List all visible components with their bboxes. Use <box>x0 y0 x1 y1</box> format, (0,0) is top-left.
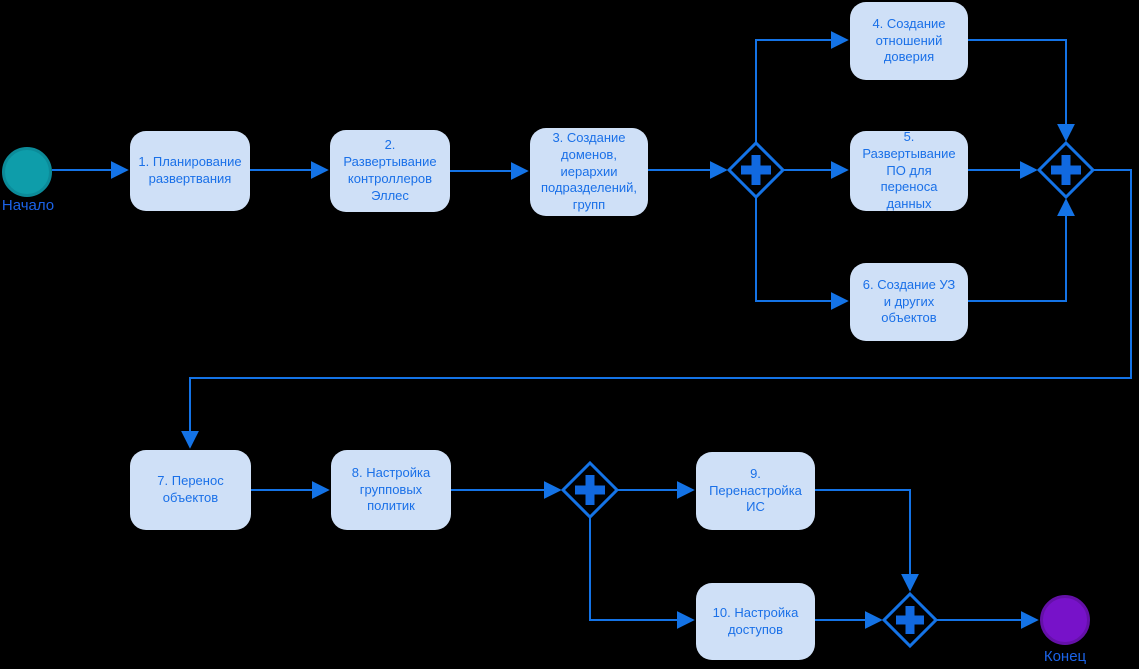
task-4-trust-relations: 4. Создание отношений доверия <box>850 2 968 80</box>
plus-icon <box>896 606 924 634</box>
end-event-circle <box>1040 595 1090 645</box>
task-2-deploy-controllers: 2. Развертывание контроллеров Эллес <box>330 130 450 212</box>
parallel-gateway-2 <box>1036 140 1096 200</box>
task-5-deploy-migration-software: 5. Развертывание ПО для переноса данных <box>850 129 968 211</box>
parallel-gateway-3 <box>560 460 620 520</box>
connector-gateway3-task10 <box>589 517 695 629</box>
task-9-reconfigure-is: 9. Перенастройка ИС <box>696 452 815 530</box>
parallel-gateway-1 <box>726 140 786 200</box>
task-8-group-policies: 8. Настройка групповых политик <box>331 450 451 530</box>
connector-task4-gateway2 <box>968 39 1075 142</box>
plus-icon <box>1051 155 1081 185</box>
plus-icon <box>741 155 771 185</box>
parallel-gateway-4 <box>881 591 939 649</box>
connector-task9-gateway4 <box>815 489 919 592</box>
connector-task6-gateway2 <box>968 198 1075 302</box>
connector-gateway2-task7 <box>181 169 1132 449</box>
start-event-label: Начало <box>1 197 55 214</box>
task-6-create-accounts: 6. Создание УЗ и других объектов <box>850 263 968 341</box>
task-1-planning: 1. Планирование развертвания <box>130 131 250 211</box>
plus-icon <box>575 475 605 505</box>
task-10-configure-access: 10. Настройка доступов <box>696 583 815 660</box>
connector-gateway1-task6 <box>755 197 849 310</box>
end-event-label: Конец <box>1043 648 1087 665</box>
start-event-circle <box>2 147 52 197</box>
connector-gateway1-task4 <box>755 31 849 143</box>
task-7-move-objects: 7. Перенос объектов <box>130 450 251 530</box>
task-3-create-domains: 3. Создание доменов, иерархии подразделе… <box>530 128 648 216</box>
